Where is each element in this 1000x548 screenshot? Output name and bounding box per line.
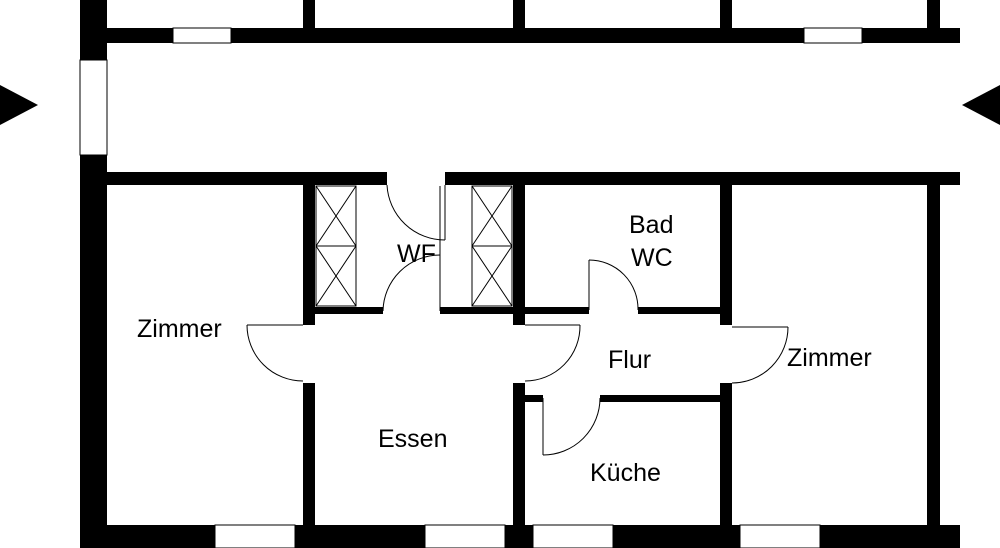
window-corridor-top-right	[803, 27, 863, 44]
triangle-right-icon	[0, 85, 38, 125]
wall-wf-left	[315, 307, 383, 314]
window-zimmer-right	[739, 524, 821, 548]
door-zimmer-left	[246, 324, 304, 382]
wall-bad-bottom-right	[638, 307, 720, 314]
wall-bad-zimmer	[720, 185, 732, 325]
outer-wall-bottom	[80, 525, 960, 548]
door-zimmer-right	[731, 326, 789, 384]
room-label-zimmer-right: Zimmer	[787, 344, 872, 372]
wall-kueche-top-left	[525, 395, 543, 402]
wall-zimmer-essen-bottom	[303, 383, 315, 525]
shaft-left	[315, 185, 357, 307]
room-label-bad: Bad	[629, 211, 673, 239]
triangle-left-icon	[962, 85, 1000, 125]
window-corridor-top-left	[172, 27, 232, 44]
corridor-wall-bottom-left	[107, 172, 387, 185]
room-label-zimmer-left: Zimmer	[137, 315, 222, 343]
wall-wf-right	[440, 307, 513, 314]
door-entrance	[386, 184, 446, 241]
window-essen	[424, 524, 506, 548]
wall-essen-kueche	[513, 383, 525, 525]
corridor-wall-bottom-right	[445, 172, 960, 185]
upper-divider-1	[303, 0, 315, 28]
window-kueche	[532, 524, 614, 548]
room-label-kueche: Küche	[590, 459, 661, 487]
wall-zimmer-essen-top	[303, 185, 315, 325]
shafts	[315, 185, 513, 307]
upper-divider-3	[720, 0, 732, 28]
room-labels: Zimmer WF Bad WC Flur Zimmer Essen Küche	[137, 211, 872, 487]
outer-wall-left-top	[80, 0, 107, 60]
wall-bad-bottom-left	[525, 307, 589, 314]
door-essen	[524, 324, 581, 382]
doors	[246, 184, 789, 456]
window-zimmer-left	[214, 524, 296, 548]
wall-essen-flur-top	[513, 185, 525, 325]
room-label-essen: Essen	[378, 425, 447, 453]
outer-wall-left-bottom	[80, 155, 107, 548]
window-corridor-left	[79, 59, 108, 156]
arrows	[0, 85, 1000, 125]
upper-divider-4	[927, 0, 940, 28]
room-label-wf: WF	[397, 240, 436, 268]
door-kueche	[542, 397, 601, 456]
room-label-wc: WC	[631, 244, 673, 272]
room-label-flur: Flur	[608, 346, 651, 374]
corridor-wall-top	[107, 28, 960, 43]
door-bad	[588, 259, 639, 311]
shaft-right	[471, 185, 513, 307]
upper-divider-2	[513, 0, 525, 28]
wall-kueche-top-right	[600, 395, 720, 402]
wall-kueche-zimmer	[720, 383, 732, 525]
door-wf	[382, 254, 441, 312]
windows	[79, 27, 863, 548]
outer-wall-right	[927, 185, 940, 525]
